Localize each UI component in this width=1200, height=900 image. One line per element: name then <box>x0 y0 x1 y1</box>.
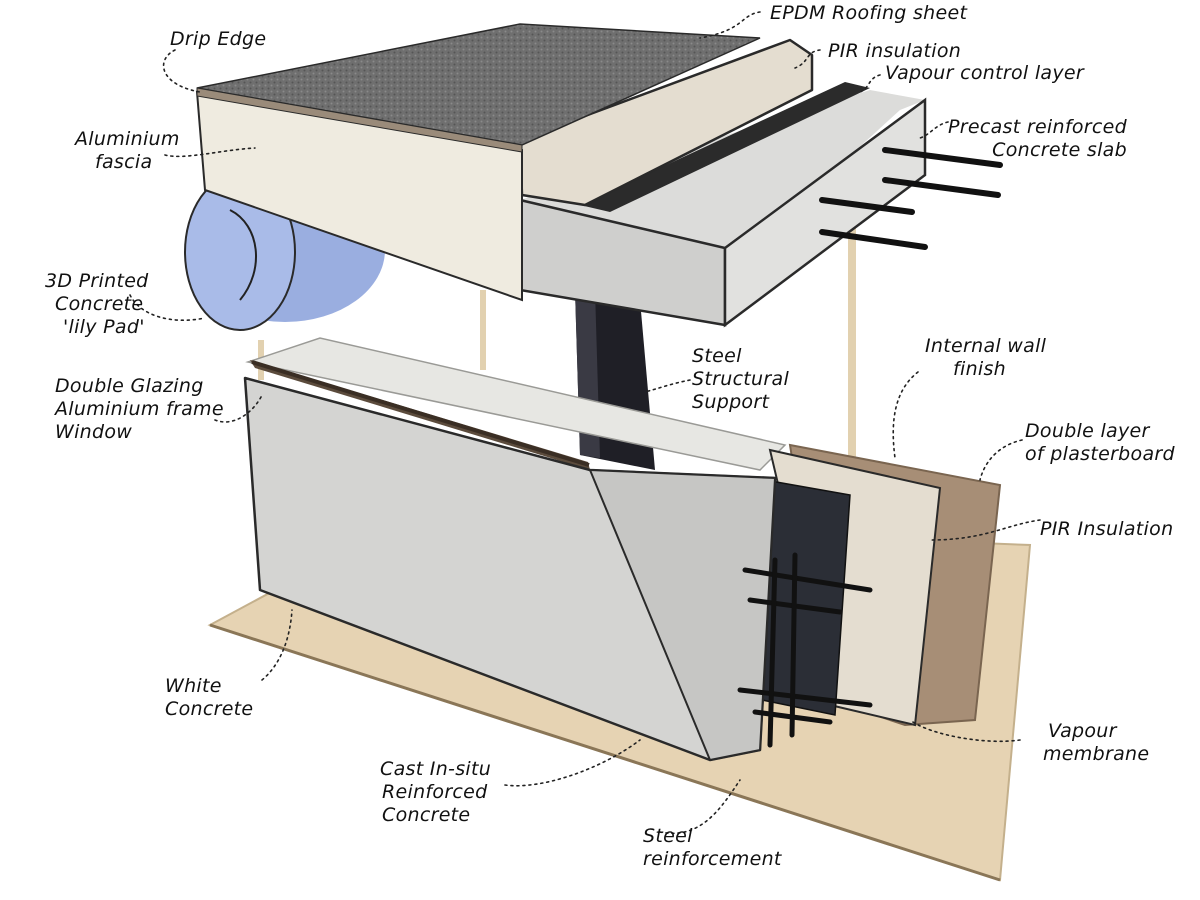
vapour-control-layer <box>580 82 870 212</box>
label-epdm-roofing-sheet: EPDM Roofing sheet <box>770 2 968 24</box>
window-sill-board <box>245 337 787 471</box>
label-lily-pad: 3D Printed Concrete 'lily Pad' <box>45 270 149 338</box>
label-pir-insulation-wall: PIR Insulation <box>1040 518 1174 540</box>
support-post <box>480 290 486 370</box>
label-cast-in-situ: Cast In-situ Reinforced Concrete <box>380 758 492 826</box>
drip-edge <box>196 87 523 153</box>
label-steel-structural-support: Steel Structural Support <box>692 345 790 413</box>
label-pir-insulation-top: PIR insulation <box>828 40 962 62</box>
label-vapour-membrane: Vapour membrane <box>1043 720 1150 765</box>
label-drip-edge: Drip Edge <box>170 28 267 50</box>
label-precast-slab: Precast reinforced Concrete slab <box>948 116 1127 161</box>
precast-concrete-slab-side <box>723 97 927 328</box>
leader-lines <box>129 11 1041 835</box>
steel-reinforcement-bars <box>737 552 873 748</box>
slab-rebar <box>819 147 1003 250</box>
label-double-plasterboard: Double layer of plasterboard <box>1025 420 1175 465</box>
label-vapour-control-layer: Vapour control layer <box>885 62 1084 84</box>
label-steel-reinforcement: Steel reinforcement <box>643 825 782 870</box>
label-internal-wall-finish: Internal wall finish <box>925 335 1047 380</box>
support-post <box>848 200 856 460</box>
label-white-concrete: White Concrete <box>165 675 254 720</box>
label-aluminium-fascia: Aluminium fascia <box>75 128 180 173</box>
label-double-glazing: Double Glazing Aluminium frame Window <box>55 375 224 443</box>
